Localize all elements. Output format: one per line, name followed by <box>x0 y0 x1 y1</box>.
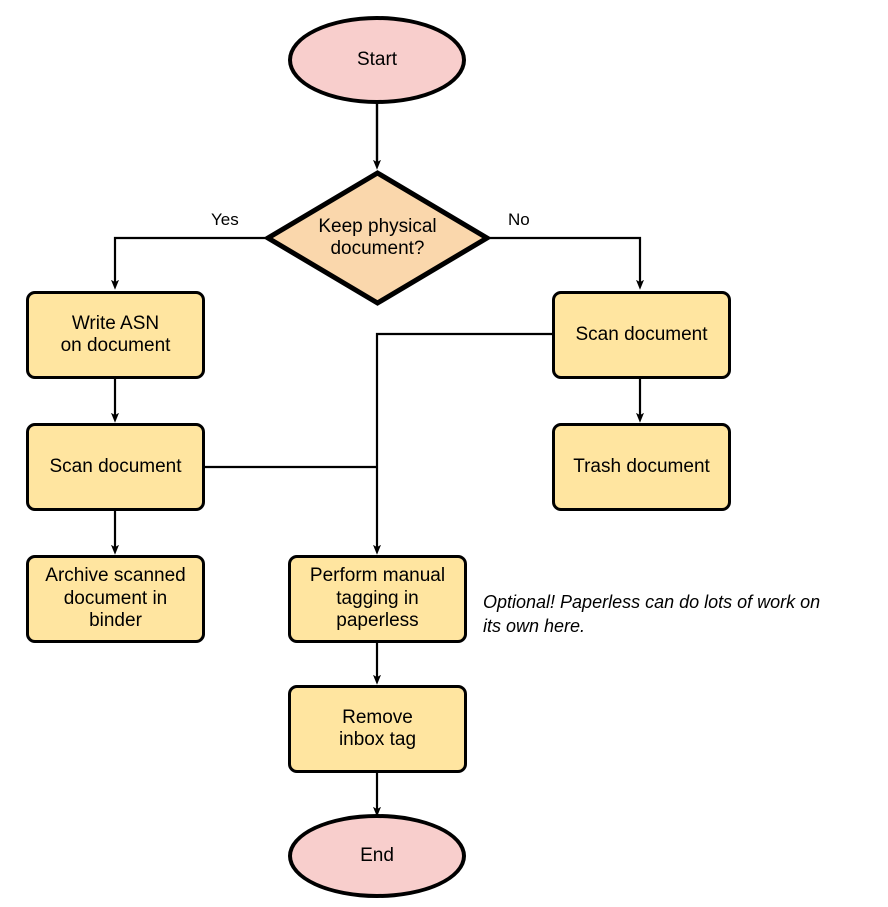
node-remove-inbox-label: Remove inbox tag <box>338 706 417 750</box>
node-end-label: End <box>360 844 394 866</box>
node-tagging-label: Perform manual tagging in paperless <box>309 565 446 632</box>
edge-label-yes: Yes <box>211 210 239 229</box>
node-archive-scanned-document-in-binder[interactable]: Archive scanned document in binder <box>26 555 205 643</box>
node-scan-document-left[interactable]: Scan document <box>26 423 205 511</box>
node-perform-manual-tagging-in-paperless[interactable]: Perform manual tagging in paperless <box>288 555 467 643</box>
node-end[interactable]: End <box>288 814 466 898</box>
node-write-asn-on-document[interactable]: Write ASN on document <box>26 291 205 379</box>
edge-decision-no-to-scan-right <box>490 236 644 290</box>
diamond-shape <box>263 170 492 306</box>
node-write-asn-label: Write ASN on document <box>60 312 171 356</box>
node-scan-right-label: Scan document <box>575 323 708 345</box>
edge-decision-yes-to-write-asn <box>111 236 265 290</box>
edge-label-no: No <box>508 210 530 229</box>
edge-scan-right-to-tagging <box>373 332 552 555</box>
node-scan-document-right[interactable]: Scan document <box>552 291 731 379</box>
annotation-optional-note: Optional! Paperless can do lots of work … <box>483 592 821 637</box>
node-keep-physical-document-decision[interactable]: Keep physical document? <box>263 170 492 306</box>
node-start[interactable]: Start <box>288 16 466 104</box>
node-start-label: Start <box>356 48 398 70</box>
node-scan-left-label: Scan document <box>49 455 182 477</box>
node-remove-inbox-tag[interactable]: Remove inbox tag <box>288 685 467 773</box>
node-archive-label: Archive scanned document in binder <box>45 565 186 632</box>
node-trash-document[interactable]: Trash document <box>552 423 731 511</box>
node-trash-label: Trash document <box>573 455 710 477</box>
